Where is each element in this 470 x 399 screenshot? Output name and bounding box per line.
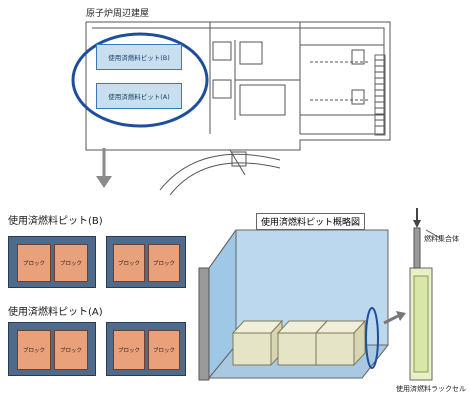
pit-b-pool-right: ブロック ブロック xyxy=(106,236,186,288)
fuel-assembly-label: 燃料集合体 xyxy=(424,235,459,243)
pit-a-pool-right: ブロック ブロック xyxy=(106,322,186,376)
block: ブロック xyxy=(148,330,180,370)
block: ブロック xyxy=(113,330,145,370)
pit-a-plan-box: 使用済燃料ピット(A) xyxy=(96,83,182,109)
block: ブロック xyxy=(54,244,88,282)
rack-cell-label: 使用済燃料ラックセル xyxy=(396,385,466,393)
pit-b-plan-box: 使用済燃料ピット(B) xyxy=(96,44,182,70)
pit-a-heading: 使用済燃料ピット(A) xyxy=(8,307,103,318)
block: ブロック xyxy=(17,330,51,370)
block: ブロック xyxy=(148,244,180,282)
pit-b-pool-left: ブロック ブロック xyxy=(8,236,96,288)
building-plan xyxy=(71,21,391,196)
block: ブロック xyxy=(54,330,88,370)
pit-a-pool-left: ブロック ブロック xyxy=(8,322,96,376)
building-title: 原子炉周辺建屋 xyxy=(86,9,150,19)
pit-b-heading: 使用済燃料ピット(B) xyxy=(8,216,103,227)
block: ブロック xyxy=(113,244,145,282)
block: ブロック xyxy=(17,244,51,282)
